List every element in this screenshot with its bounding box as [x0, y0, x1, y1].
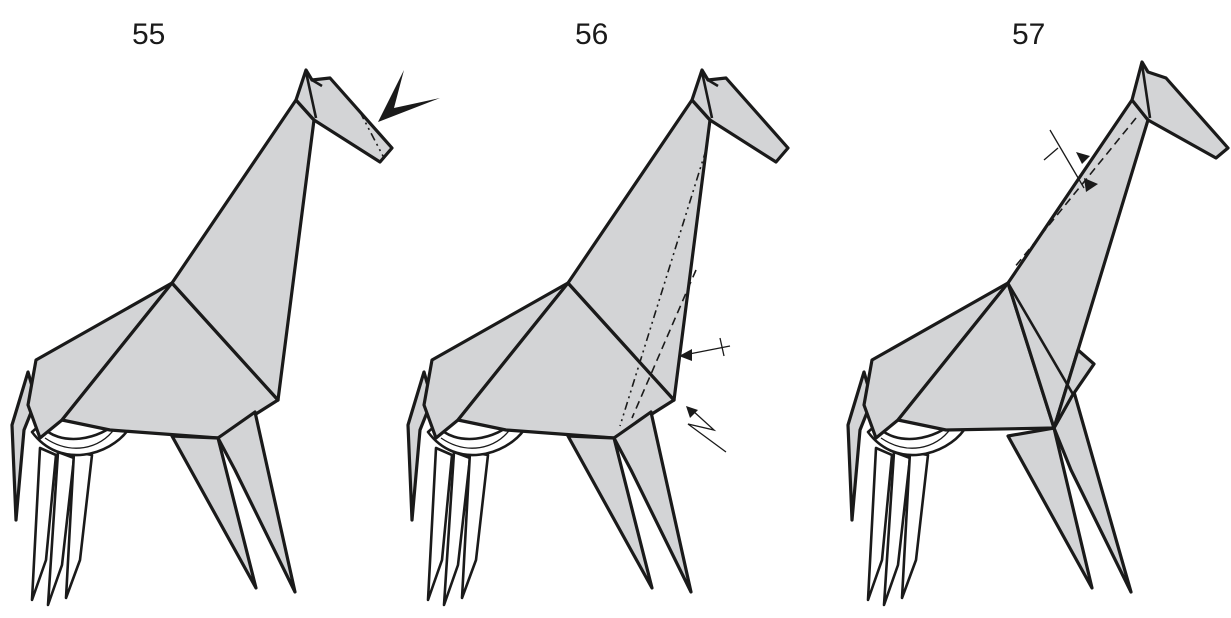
zigzag-arrow-icon — [688, 410, 726, 452]
fold-arrow-line — [1050, 130, 1084, 188]
giraffe-step-56 — [408, 70, 788, 605]
push-arrow-icon — [378, 70, 440, 122]
giraffe-step-55 — [12, 70, 440, 605]
giraffe-step-57 — [848, 62, 1228, 605]
